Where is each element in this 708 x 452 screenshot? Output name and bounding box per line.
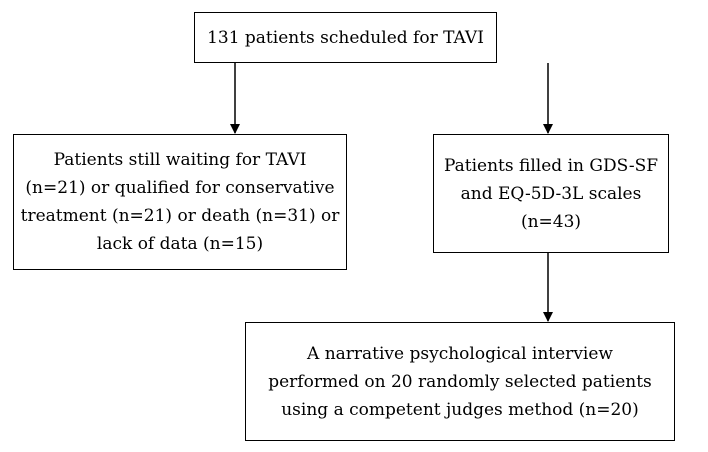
box-text-line: lack of data (n=15) [96, 234, 264, 254]
box-text-line: Patients filled in GDS-SF [443, 155, 659, 176]
box-text-line: performed on 20 randomly selected patien… [268, 371, 652, 392]
box-text-line: Patients still waiting for TAVI [53, 150, 307, 170]
box-scales-completed: Patients filled in GDS-SF and EQ-5D-3L s… [433, 134, 669, 253]
box-text-line: and EQ-5D-3L scales [460, 183, 642, 204]
box-text-line: treatment (n=21) or death (n=31) or [20, 206, 340, 226]
box-text-line: (n=21) or qualified for conservative [25, 178, 335, 198]
box-text-line: using a competent judges method (n=20) [281, 399, 639, 420]
box-scheduled-patients: 131 patients scheduled for TAVI [194, 12, 497, 63]
box-narrative-interview: A narrative psychological interview perf… [245, 322, 675, 441]
box-text-line: A narrative psychological interview [307, 343, 613, 364]
box-text-line: (n=43) [520, 211, 582, 232]
box-text-line: 131 patients scheduled for TAVI [207, 27, 484, 48]
box-excluded-patients: Patients still waiting for TAVI (n=21) o… [13, 134, 347, 270]
